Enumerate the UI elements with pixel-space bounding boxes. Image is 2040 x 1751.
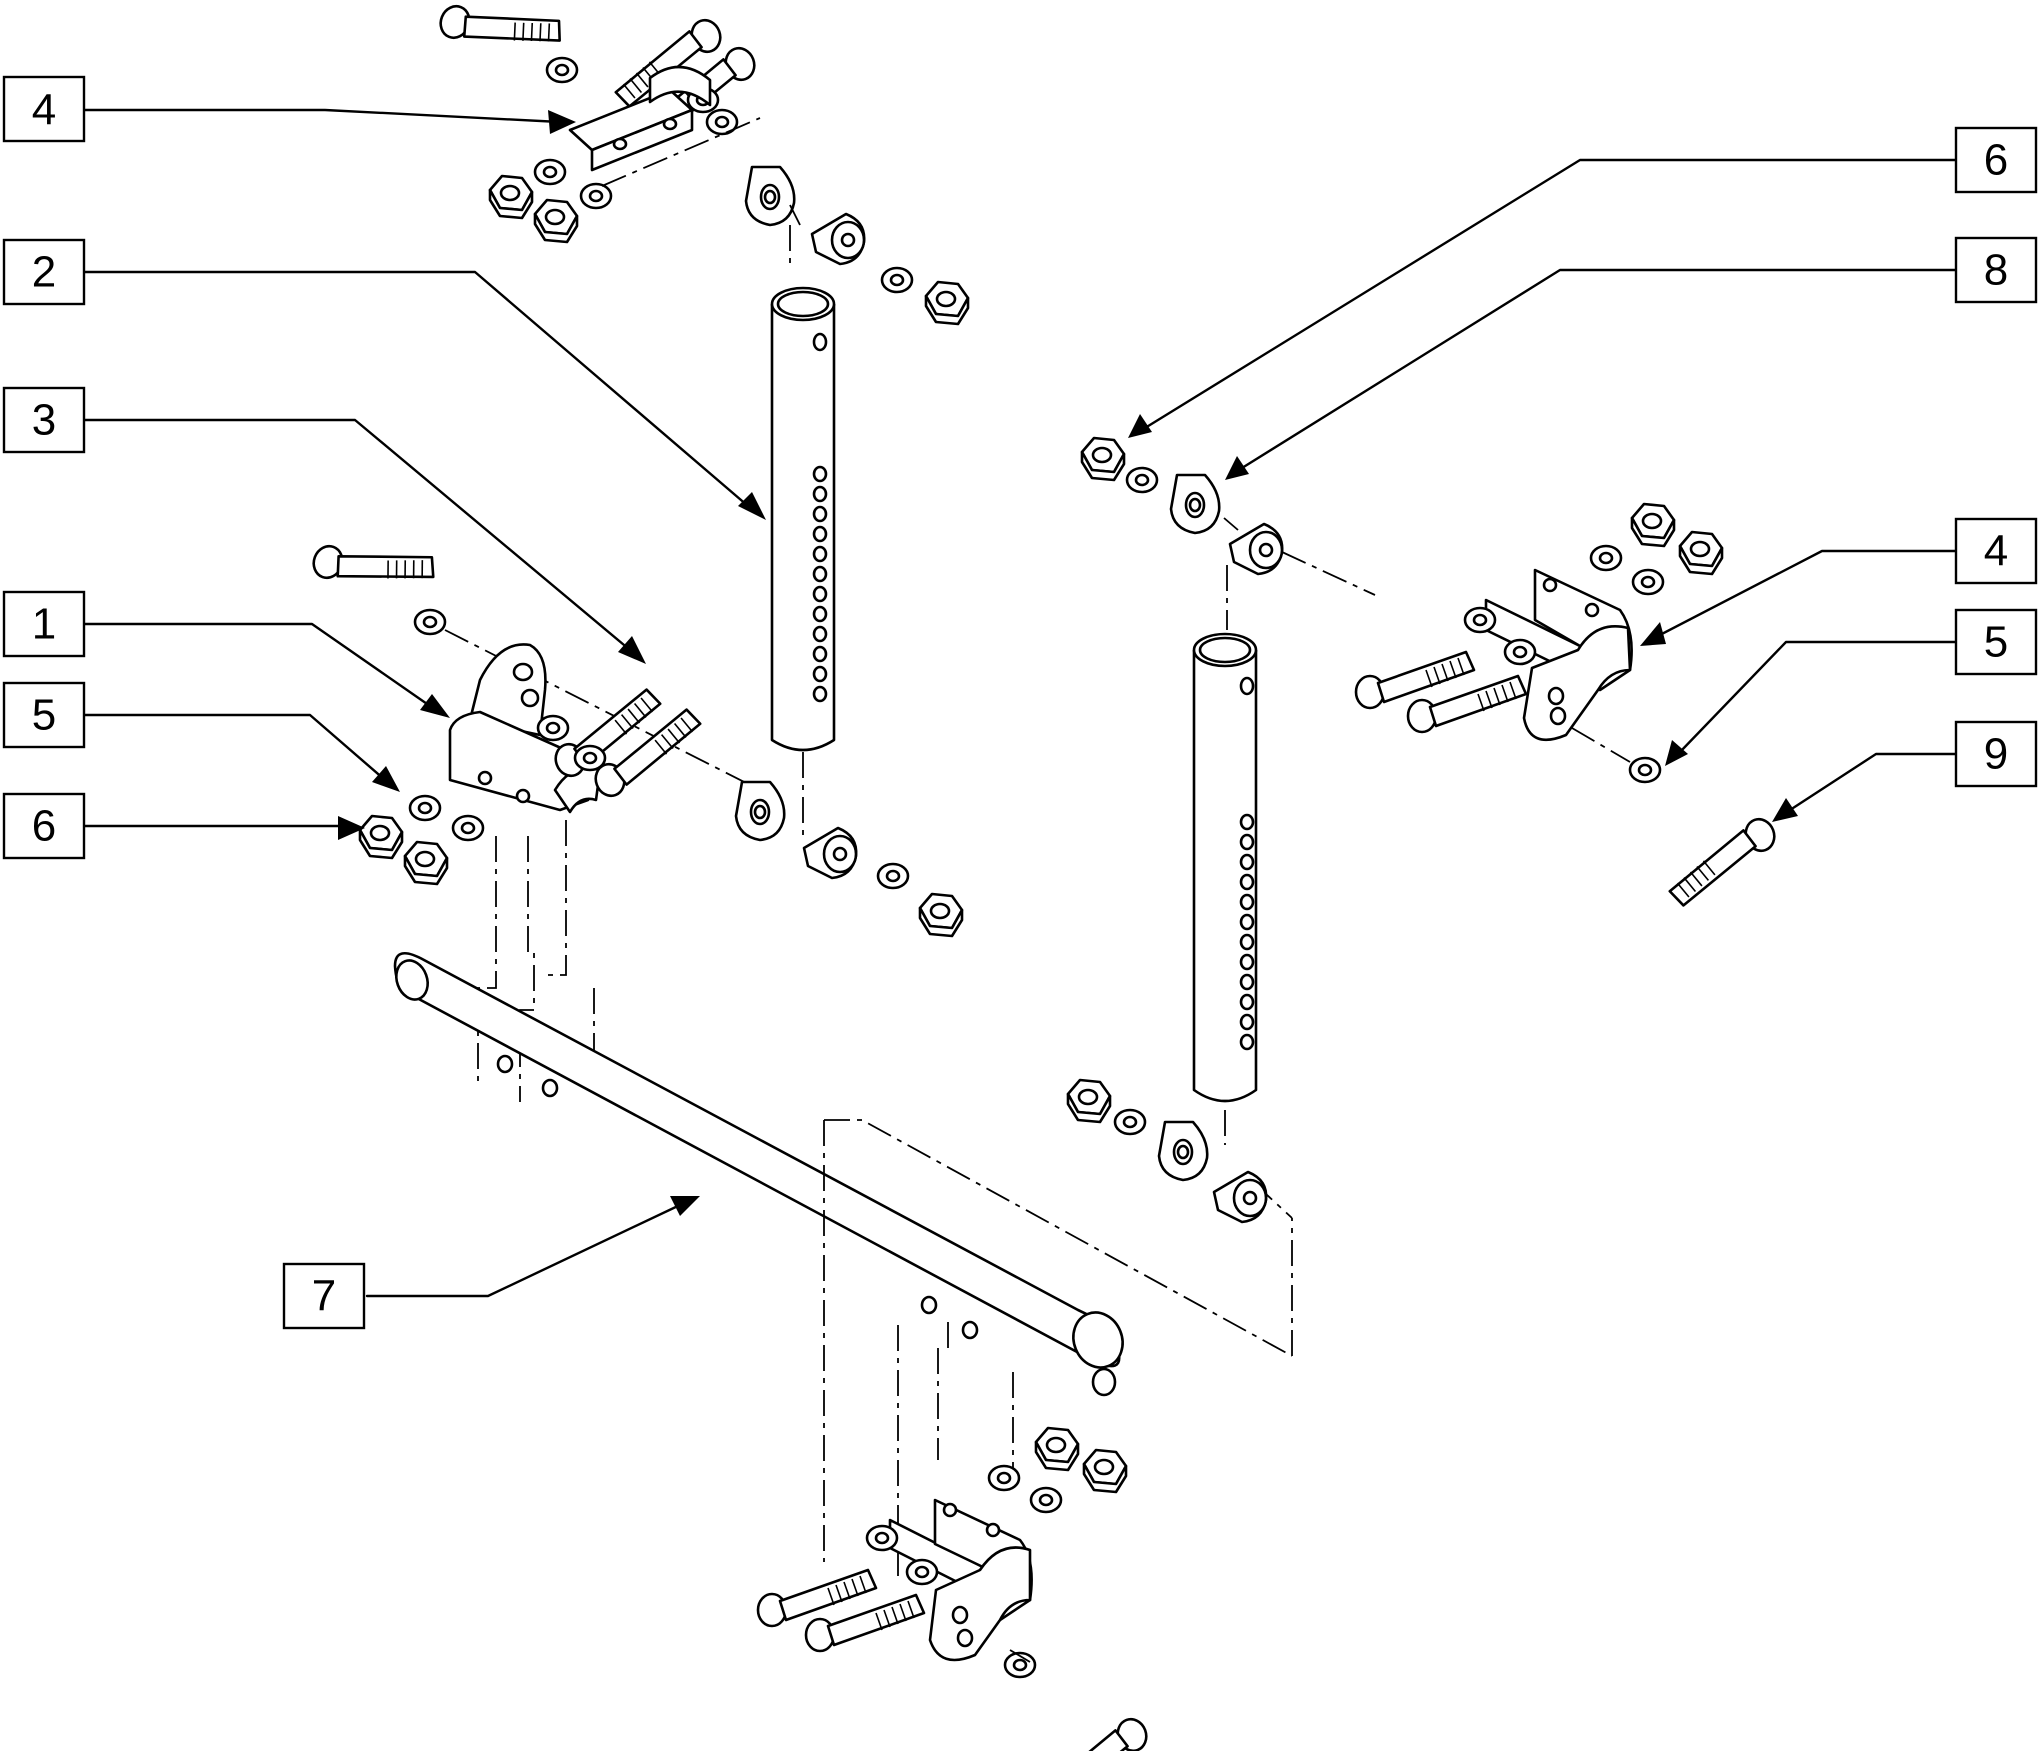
callout-label: 9	[1984, 730, 2008, 779]
callout-6-right: 6	[1954, 126, 2038, 194]
callout-2: 2	[2, 238, 86, 306]
callout-5-right: 5	[1954, 608, 2038, 676]
callout-3: 3	[2, 386, 86, 454]
horizontal-tube	[393, 952, 1124, 1397]
callout-label: 3	[32, 396, 56, 445]
callout-8: 8	[1954, 236, 2038, 304]
callout-4-upper-left: 4	[2, 75, 86, 143]
lower-right-spacer-assembly	[1066, 1078, 1268, 1224]
left-vertical-tube	[770, 286, 836, 752]
callout-6-left: 6	[2, 792, 86, 860]
upper-right-spacer-assembly	[1080, 436, 1376, 630]
callout-label: 4	[32, 86, 56, 135]
callout-7: 7	[282, 1262, 366, 1330]
callout-label: 8	[1984, 246, 2008, 295]
callout-1: 1	[2, 590, 86, 658]
alignment-lines-left	[477, 820, 595, 1102]
leader-lines	[82, 108, 1958, 1298]
upper-left-clamp-assembly	[434, 0, 769, 244]
upper-spacer-assembly	[744, 165, 970, 326]
lower-left-spacer-assembly	[734, 752, 964, 938]
callout-label: 1	[32, 600, 56, 649]
right-vertical-tube	[1192, 632, 1258, 1145]
bottom-clamp-assembly	[756, 1426, 1161, 1751]
right-clamp-assembly	[1354, 502, 1789, 910]
callout-9: 9	[1954, 720, 2038, 788]
callout-5-left: 5	[2, 681, 86, 749]
callout-label: 4	[1984, 527, 2008, 576]
callout-label: 7	[312, 1272, 336, 1321]
callout-label: 6	[32, 802, 56, 851]
callout-label: 5	[1984, 618, 2008, 667]
callout-label: 5	[32, 691, 56, 740]
callout-4-right: 4	[1954, 517, 2038, 585]
callout-label: 2	[32, 248, 56, 297]
callout-label: 6	[1984, 136, 2008, 185]
middle-left-clamp-assembly	[308, 518, 761, 886]
